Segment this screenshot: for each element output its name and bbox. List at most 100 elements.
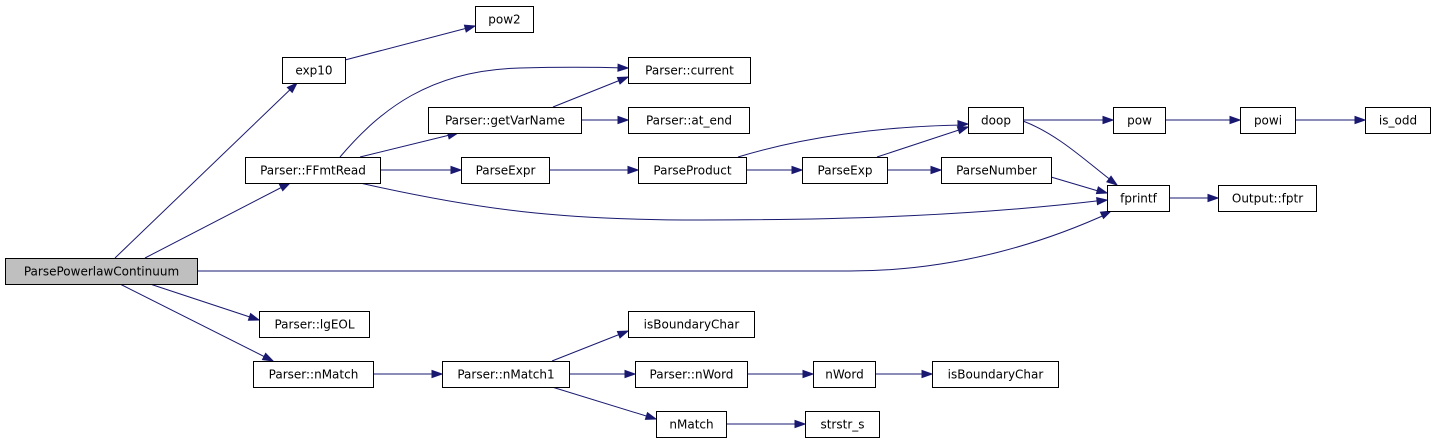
node-label: is_odd: [1379, 114, 1417, 128]
node-exp10[interactable]: exp10: [282, 57, 346, 84]
node-box: [253, 361, 374, 388]
edge-line: [114, 82, 298, 259]
edge-nMatchF-to-strstr_s: [726, 419, 807, 429]
arrow-head: [431, 369, 444, 379]
node-box: [1240, 107, 1296, 134]
node-label: ParseExpr: [476, 164, 536, 178]
node-getVarName[interactable]: Parser::getVarName: [428, 107, 582, 134]
node-label: Parser::at_end: [646, 114, 732, 128]
node-nWord[interactable]: nWord: [813, 361, 876, 388]
node-label: ParseExp: [818, 164, 873, 178]
node-label: Parser::current: [645, 64, 734, 78]
edge-line: [344, 25, 476, 61]
node-box: [805, 411, 880, 438]
node-ParsePowerlawContinuum[interactable]: ParsePowerlawContinuum: [5, 258, 198, 285]
arrow-head: [1102, 115, 1115, 125]
node-powi[interactable]: powi: [1240, 107, 1296, 134]
node-box: [802, 157, 888, 184]
arrow-head: [627, 165, 640, 175]
node-FFmtRead[interactable]: Parser::FFmtRead: [245, 157, 381, 184]
edge-pow-to-powi: [1165, 115, 1242, 125]
node-nMatch1[interactable]: Parser::nMatch1: [442, 361, 570, 388]
node-isBoundaryChar1[interactable]: isBoundaryChar: [628, 311, 755, 338]
node-current[interactable]: Parser::current: [628, 57, 751, 84]
node-box: [1218, 185, 1317, 212]
node-label: Output::fptr: [1232, 192, 1303, 206]
edge-ParsePowerlawContinuum-to-exp10: [114, 81, 299, 259]
node-label: Parser::getVarName: [445, 114, 565, 128]
arrow-head: [957, 120, 970, 129]
edge-powi-to-is_odd: [1295, 115, 1367, 125]
node-box: [628, 311, 755, 338]
node-label: Parser::nMatch1: [457, 368, 554, 382]
node-pow2[interactable]: pow2: [475, 6, 534, 33]
edge-nMatch-to-nMatch1: [373, 369, 444, 379]
node-pow[interactable]: pow: [1113, 107, 1166, 134]
node-label: isBoundaryChar: [644, 318, 740, 332]
edge-ParseNumber-to-fprintf: [1050, 176, 1109, 195]
node-box: [968, 107, 1024, 134]
node-box: [259, 311, 370, 338]
nodes-layer: ParsePowerlawContinuum exp10 pow2Parser::F…: [5, 6, 1431, 438]
edge-line: [359, 132, 459, 158]
node-ParseExpr[interactable]: ParseExpr: [461, 157, 550, 184]
node-ParseNumber[interactable]: ParseNumber: [941, 157, 1052, 184]
edge-ParsePowerlawContinuum-to-lgEOL: [149, 283, 261, 321]
node-label: Parser::nWord: [650, 368, 734, 382]
edge-nWord-to-isBoundaryChar2: [875, 369, 934, 379]
node-label: ParseProduct: [653, 164, 731, 178]
node-box: [5, 258, 198, 285]
edge-line: [876, 126, 969, 158]
arrow-head: [921, 369, 934, 379]
arrow-head: [644, 411, 658, 420]
edge-ParsePowerlawContinuum-to-nMatch: [119, 283, 275, 362]
node-box: [628, 57, 751, 84]
node-label: ParseNumber: [956, 164, 1037, 178]
node-label: ParsePowerlawContinuum: [24, 265, 179, 279]
edge-line: [149, 283, 260, 321]
node-lgEOL[interactable]: Parser::lgEOL: [259, 311, 370, 338]
node-label: doop: [981, 114, 1011, 128]
node-fprintf[interactable]: fprintf: [1107, 185, 1170, 212]
node-nMatchF[interactable]: nMatch: [656, 411, 727, 438]
arrow-head: [1095, 186, 1109, 195]
node-strstr_s[interactable]: strstr_s: [805, 411, 880, 438]
node-is_odd[interactable]: is_odd: [1365, 107, 1431, 134]
node-box: [475, 6, 534, 33]
arrow-head: [930, 165, 943, 175]
edges-layer: [114, 24, 1367, 429]
node-nMatch[interactable]: Parser::nMatch: [253, 361, 374, 388]
arrow-head: [1096, 197, 1109, 206]
edge-getVarName-to-at_end: [581, 115, 630, 125]
node-nWordP[interactable]: Parser::nWord: [635, 361, 748, 388]
edge-line: [551, 330, 629, 362]
node-box: [282, 57, 346, 84]
arrow-head: [802, 369, 815, 379]
node-label: Parser::nMatch: [269, 368, 359, 382]
edge-ParseProduct-to-doop: [737, 120, 970, 158]
node-box: [638, 157, 747, 184]
arrow-head: [616, 330, 630, 339]
edge-ParseExp-to-doop: [876, 126, 970, 158]
edge-FFmtRead-to-ParseExpr: [380, 165, 463, 175]
edge-line: [1050, 176, 1106, 194]
arrow-head: [261, 352, 275, 362]
edge-line: [551, 386, 657, 420]
edge-FFmtRead-to-getVarName: [359, 131, 460, 158]
arrow-head: [463, 24, 477, 33]
edge-nWordP-to-nWord: [747, 369, 815, 379]
node-box: [813, 361, 876, 388]
node-doop[interactable]: doop: [968, 107, 1024, 134]
edge-line: [196, 212, 1110, 272]
node-fptr[interactable]: Output::fptr: [1218, 185, 1317, 212]
edge-line: [119, 283, 274, 362]
node-box: [1113, 107, 1166, 134]
node-at_end[interactable]: Parser::at_end: [628, 107, 750, 134]
node-isBoundaryChar2[interactable]: isBoundaryChar: [932, 361, 1059, 388]
node-ParseExp[interactable]: ParseExp: [802, 157, 888, 184]
node-ParseProduct[interactable]: ParseProduct: [638, 157, 747, 184]
edge-line: [1022, 120, 1117, 185]
edge-FFmtRead-to-current: [339, 63, 630, 158]
node-box: [1107, 185, 1170, 212]
